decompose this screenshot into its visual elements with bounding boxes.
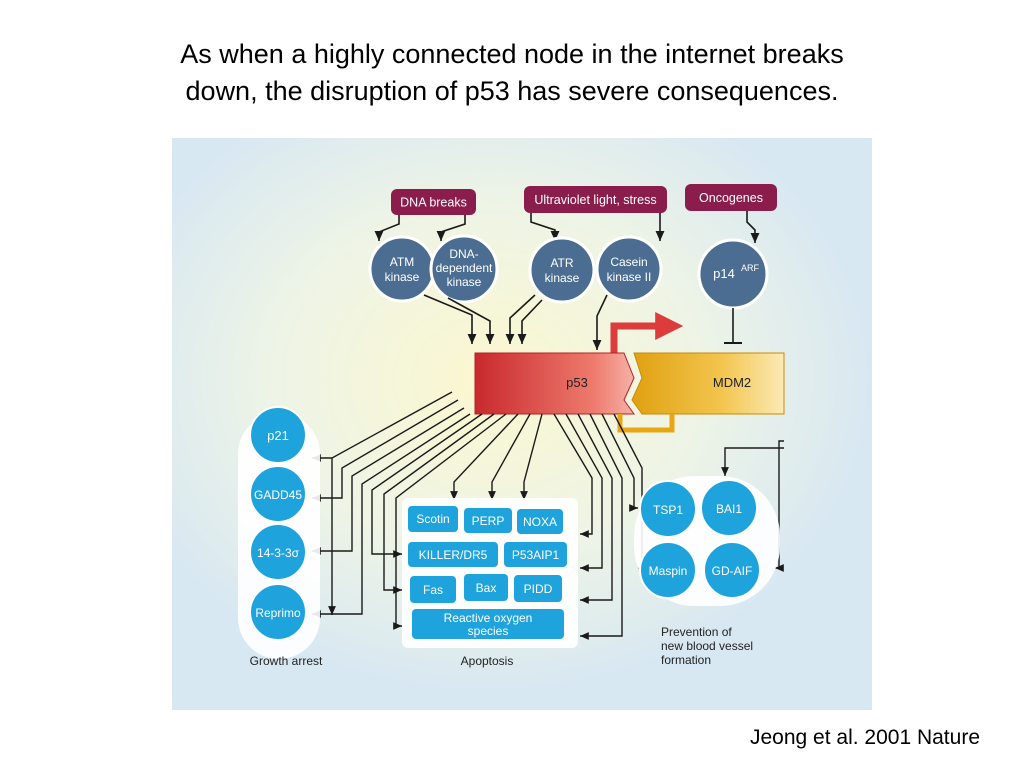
tsp1-label: TSP1	[653, 503, 683, 517]
14-3-3-sigma-circle	[249, 523, 307, 581]
p53-node: p53	[474, 352, 635, 415]
p53-activates-mdm2-arrow	[610, 312, 684, 358]
stimulus-oncogenes-label: Oncogenes	[699, 191, 763, 205]
pidd-label: PIDD	[524, 582, 553, 596]
p53aip1-box	[504, 542, 567, 567]
p53-label: p53	[566, 375, 588, 390]
casein-kinase-line-2: kinase II	[607, 270, 652, 284]
killer-dr5-label: KILLER/DR5	[419, 548, 488, 562]
ros-box	[412, 609, 564, 639]
atr-kinase-line-2: kinase	[545, 271, 580, 285]
stimulus-uv-stress: Ultraviolet light, stress	[524, 186, 667, 213]
ros-line-2: species	[468, 624, 509, 638]
noxa-box	[517, 509, 563, 534]
slide-title-line-1: As when a highly connected node in the i…	[180, 39, 844, 69]
gd-aif-circle	[703, 541, 761, 599]
apoptosis-group: Scotin PERP NOXA KILLER/DR5 P53AIP1 Fas …	[402, 498, 578, 648]
bax-label: Bax	[476, 581, 497, 595]
dnapk-line-1: DNA-	[449, 247, 478, 261]
bai1-circle	[700, 479, 758, 537]
angiogenesis-label-line-3: formation	[661, 653, 711, 667]
reprimo-circle	[249, 583, 307, 641]
mdm2-inhibits-p53-bracket	[617, 414, 675, 433]
stimulus-uv-stress-label: Ultraviolet light, stress	[534, 193, 656, 207]
stimulus-dna-breaks-label: DNA breaks	[400, 196, 467, 210]
stimulus-arrows	[374, 211, 760, 243]
pidd-box	[514, 575, 562, 602]
growth-arrest-group: p21 GADD45 14-3-3σ Reprimo	[238, 406, 320, 659]
slide-title-line-2: down, the disruption of p53 has severe c…	[185, 76, 839, 106]
p14-arf: p14 ARF	[697, 238, 769, 310]
p21-label: p21	[267, 428, 289, 443]
maspin-circle	[639, 541, 697, 599]
apoptosis-label: Apoptosis	[461, 654, 514, 668]
perp-label: PERP	[472, 514, 505, 528]
atm-kinase-line-2: kinase	[385, 270, 420, 284]
angiogenesis-group: TSP1 BAI1 Maspin GD-AIF	[634, 476, 780, 606]
gadd45-label: GADD45	[254, 488, 302, 502]
killer-dr5-box	[408, 542, 498, 567]
casein-kinase-line-1: Casein	[610, 255, 647, 269]
bai1-label: BAI1	[716, 502, 742, 516]
gadd45-circle	[249, 465, 307, 523]
growth-arrest-label: Growth arrest	[250, 654, 323, 668]
atm-kinase-line-1: ATM	[390, 255, 414, 269]
fas-label: Fas	[423, 583, 443, 597]
fas-box	[410, 576, 456, 603]
atr-kinase-line-1: ATR	[550, 256, 573, 270]
perp-box	[464, 508, 512, 533]
ros-line-1: Reactive oxygen	[444, 611, 533, 625]
mdm2-node: MDM2	[631, 352, 785, 415]
slide-title: As when a highly connected node in the i…	[80, 36, 944, 110]
p14-arf-label: p14	[713, 266, 735, 281]
angiogenesis-label-line-1: Prevention of	[661, 625, 732, 639]
atm-kinase: ATM kinase	[368, 235, 436, 303]
scotin-label: Scotin	[416, 512, 449, 526]
dna-dependent-kinase: DNA- dependent kinase	[429, 234, 499, 304]
p53-network-diagram: DNA breaks Ultraviolet light, stress Onc…	[172, 138, 872, 710]
dnapk-line-2: dependent	[436, 261, 493, 275]
p53aip1-label: P53AIP1	[512, 548, 560, 562]
stimulus-dna-breaks: DNA breaks	[391, 189, 476, 215]
14-3-3-sigma-label: 14-3-3σ	[257, 546, 300, 560]
p14-arf-superscript: ARF	[741, 263, 760, 273]
gd-aif-label: GD-AIF	[712, 564, 753, 578]
noxa-label: NOXA	[523, 515, 557, 529]
kinase-to-p53-arrows	[423, 294, 742, 350]
tsp1-circle	[639, 480, 697, 538]
scotin-box	[408, 506, 458, 532]
mdm2-label: MDM2	[713, 375, 751, 390]
dnapk-line-3: kinase	[447, 275, 482, 289]
p21-circle	[249, 406, 307, 464]
p53-network-figure: DNA breaks Ultraviolet light, stress Onc…	[172, 138, 872, 710]
maspin-label: Maspin	[649, 564, 688, 578]
reprimo-label: Reprimo	[255, 606, 301, 620]
citation: Jeong et al. 2001 Nature	[750, 726, 980, 749]
stimulus-oncogenes: Oncogenes	[685, 184, 777, 211]
casein-kinase-ii: Casein kinase II	[595, 235, 663, 303]
atr-kinase: ATR kinase	[528, 236, 596, 304]
angiogenesis-label-line-2: new blood vessel	[661, 639, 753, 653]
bax-box	[464, 574, 508, 601]
